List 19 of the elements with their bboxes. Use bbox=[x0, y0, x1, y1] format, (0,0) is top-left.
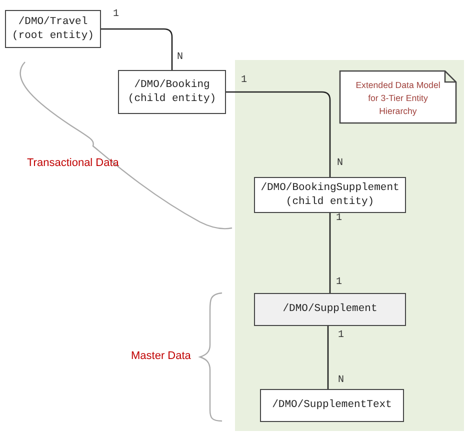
cardinality-label: 1 bbox=[338, 330, 344, 341]
connector bbox=[327, 326, 329, 389]
group-label: Transactional Data bbox=[27, 157, 119, 169]
highlight-panel bbox=[235, 60, 464, 431]
cardinality-label: 1 bbox=[336, 213, 342, 224]
cardinality-label: N bbox=[338, 375, 344, 386]
cardinality-label: 1 bbox=[113, 9, 120, 20]
note: Extended Data Model for 3-Tier Entity Hierarchy bbox=[339, 70, 457, 124]
cardinality-label: 1 bbox=[241, 75, 248, 86]
entity-box: /DMO/BookingSupplement (child entity) bbox=[254, 177, 406, 213]
group-label: Master Data bbox=[131, 350, 191, 362]
cardinality-label: N bbox=[177, 52, 184, 63]
connector bbox=[329, 213, 331, 293]
entity-box: /DMO/Travel (root entity) bbox=[5, 10, 101, 48]
entity-box: /DMO/Booking (child entity) bbox=[118, 70, 226, 114]
entity-box: /DMO/SupplementText bbox=[260, 389, 404, 422]
entity-box: /DMO/Supplement bbox=[254, 293, 406, 326]
cardinality-label: N bbox=[337, 158, 344, 169]
cardinality-label: 1 bbox=[336, 277, 342, 288]
